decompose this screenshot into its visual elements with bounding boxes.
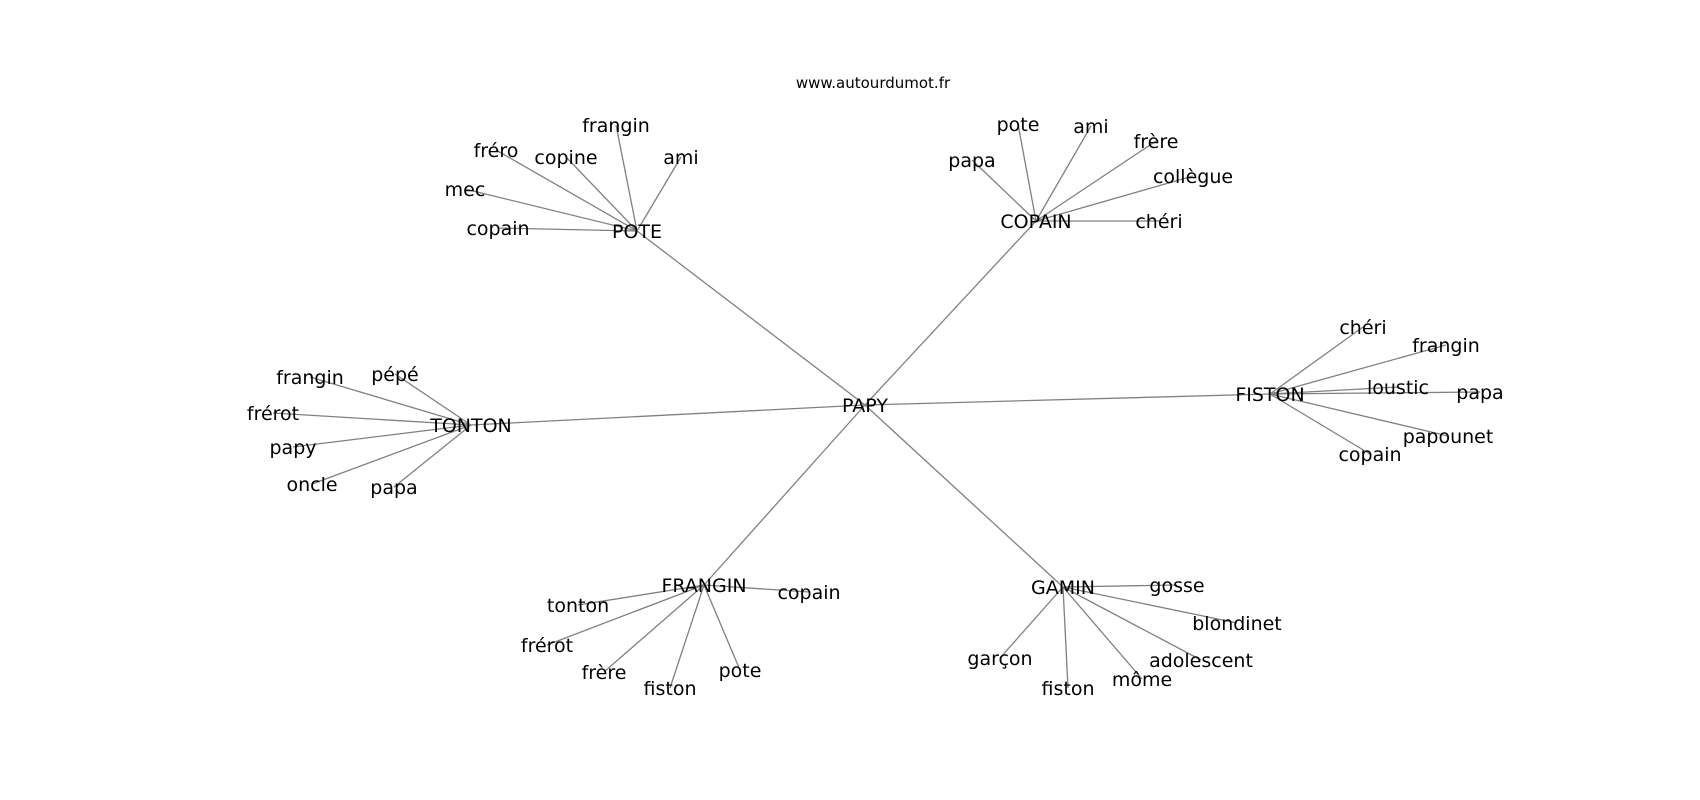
node-leaf-tonton-oncle: oncle (286, 474, 337, 496)
edge-tonton-papy (292, 424, 472, 448)
node-leaf-tonton-papy: papy (269, 437, 316, 459)
edge-papy-frangin (703, 404, 866, 586)
node-hub-fiston: FISTON (1235, 384, 1304, 406)
edges (272, 123, 1481, 689)
node-leaf-gamin-blondinet: blondinet (1192, 613, 1282, 635)
edge-pote-copain (497, 227, 638, 232)
node-leaf-tonton-papa: papa (370, 477, 417, 499)
edge-gamin-fiston (1062, 586, 1069, 689)
node-leaf-pote-copain: copain (466, 218, 529, 240)
edge-frangin-frerot (546, 584, 705, 646)
node-leaf-pote-frangin: frangin (582, 115, 650, 137)
edge-papy-pote (636, 230, 866, 406)
edge-pote-ami (636, 156, 682, 232)
edge-gamin-adolescent (1062, 586, 1202, 661)
edge-copain-frere (1035, 140, 1157, 222)
node-leaf-frangin-frerot: frérot (521, 635, 573, 657)
edge-pote-frangin (615, 124, 638, 232)
node-leaf-gamin-adolescent: adolescent (1149, 650, 1253, 672)
node-leaf-frangin-pote: pote (719, 660, 762, 682)
edge-tonton-oncle (311, 424, 472, 485)
node-leaf-copain-collegue: collègue (1153, 166, 1233, 188)
edge-pote-copine (565, 156, 638, 232)
edge-tonton-papa (393, 424, 472, 488)
node-leaf-pote-mec: mec (445, 179, 486, 201)
edge-tonton-pepe (394, 373, 472, 426)
edge-fiston-copain (1269, 393, 1371, 455)
node-leaf-copain-pote: pote (997, 114, 1040, 136)
edge-papy-fiston (864, 393, 1271, 406)
node-leaf-pote-ami: ami (663, 147, 698, 169)
labels: PAPY POTE frangin fréro copine ami mec copain CO… (247, 114, 1504, 700)
node-leaf-gamin-gosse: gosse (1149, 575, 1204, 597)
node-leaf-tonton-pepe: pépé (371, 364, 419, 386)
node-leaf-copain-papa: papa (948, 150, 995, 172)
node-leaf-fiston-copain: copain (1338, 444, 1401, 466)
edge-fiston-frangin (1269, 344, 1447, 395)
node-leaf-frangin-tonton: tonton (547, 595, 609, 617)
node-leaf-pote-frero: fréro (474, 140, 519, 162)
edge-gamin-gosse (1062, 584, 1178, 588)
edge-copain-pote (1017, 123, 1037, 222)
node-leaf-frangin-frere: frère (582, 662, 627, 684)
node-leaf-frangin-fiston: fiston (644, 678, 697, 700)
node-leaf-fiston-papounet: papounet (1403, 426, 1494, 448)
edge-tonton-frangin (309, 376, 472, 426)
edge-frangin-frere (603, 584, 705, 673)
edge-papy-tonton (470, 404, 866, 426)
node-leaf-fiston-frangin: frangin (1412, 335, 1480, 357)
edge-copain-papa (971, 159, 1037, 222)
edge-fiston-papounet (1269, 393, 1449, 437)
node-leaf-gamin-fiston: fiston (1042, 678, 1095, 700)
edge-frangin-copain (703, 584, 810, 593)
node-leaf-copain-ami: ami (1073, 116, 1108, 138)
edge-papy-gamin (864, 404, 1064, 588)
edge-fiston-papa (1269, 391, 1481, 395)
edge-fiston-cheri (1269, 326, 1364, 395)
node-leaf-fiston-papa: papa (1456, 382, 1503, 404)
node-leaf-copain-cheri: chéri (1135, 211, 1182, 233)
edge-pote-mec (464, 188, 638, 232)
edge-tonton-frerot (272, 412, 472, 426)
node-leaf-gamin-garcon: garçon (967, 648, 1032, 670)
edge-fiston-loustic (1269, 386, 1399, 395)
edge-gamin-blondinet (1062, 586, 1238, 624)
node-leaf-pote-copine: copine (534, 147, 597, 169)
edge-gamin-mome (1062, 586, 1143, 680)
node-leaf-tonton-frangin: frangin (276, 367, 344, 389)
edge-copain-ami (1035, 125, 1092, 222)
node-leaf-fiston-cheri: chéri (1339, 317, 1386, 339)
edge-frangin-tonton (577, 584, 705, 606)
source-url: www.autourdumot.fr (796, 74, 951, 92)
node-hub-copain: COPAIN (1000, 211, 1071, 233)
node-leaf-tonton-frerot: frérot (247, 403, 299, 425)
edge-pote-frero (495, 149, 638, 232)
node-hub-gamin: GAMIN (1031, 577, 1095, 599)
edge-gamin-garcon (999, 586, 1064, 659)
node-hub-tonton: TONTON (429, 415, 512, 437)
edge-frangin-fiston (669, 584, 705, 689)
node-hub-pote: POTE (612, 221, 662, 243)
edge-papy-copain (864, 220, 1037, 406)
node-leaf-frangin-copain: copain (777, 582, 840, 604)
node-leaf-fiston-loustic: loustic (1367, 377, 1429, 399)
edge-frangin-pote (703, 584, 741, 671)
node-leaf-copain-frere: frère (1134, 131, 1179, 153)
node-leaf-gamin-mome: môme (1112, 669, 1172, 691)
node-hub-frangin: FRANGIN (661, 575, 746, 597)
node-center: PAPY (842, 395, 888, 417)
edge-copain-collegue (1035, 175, 1194, 222)
